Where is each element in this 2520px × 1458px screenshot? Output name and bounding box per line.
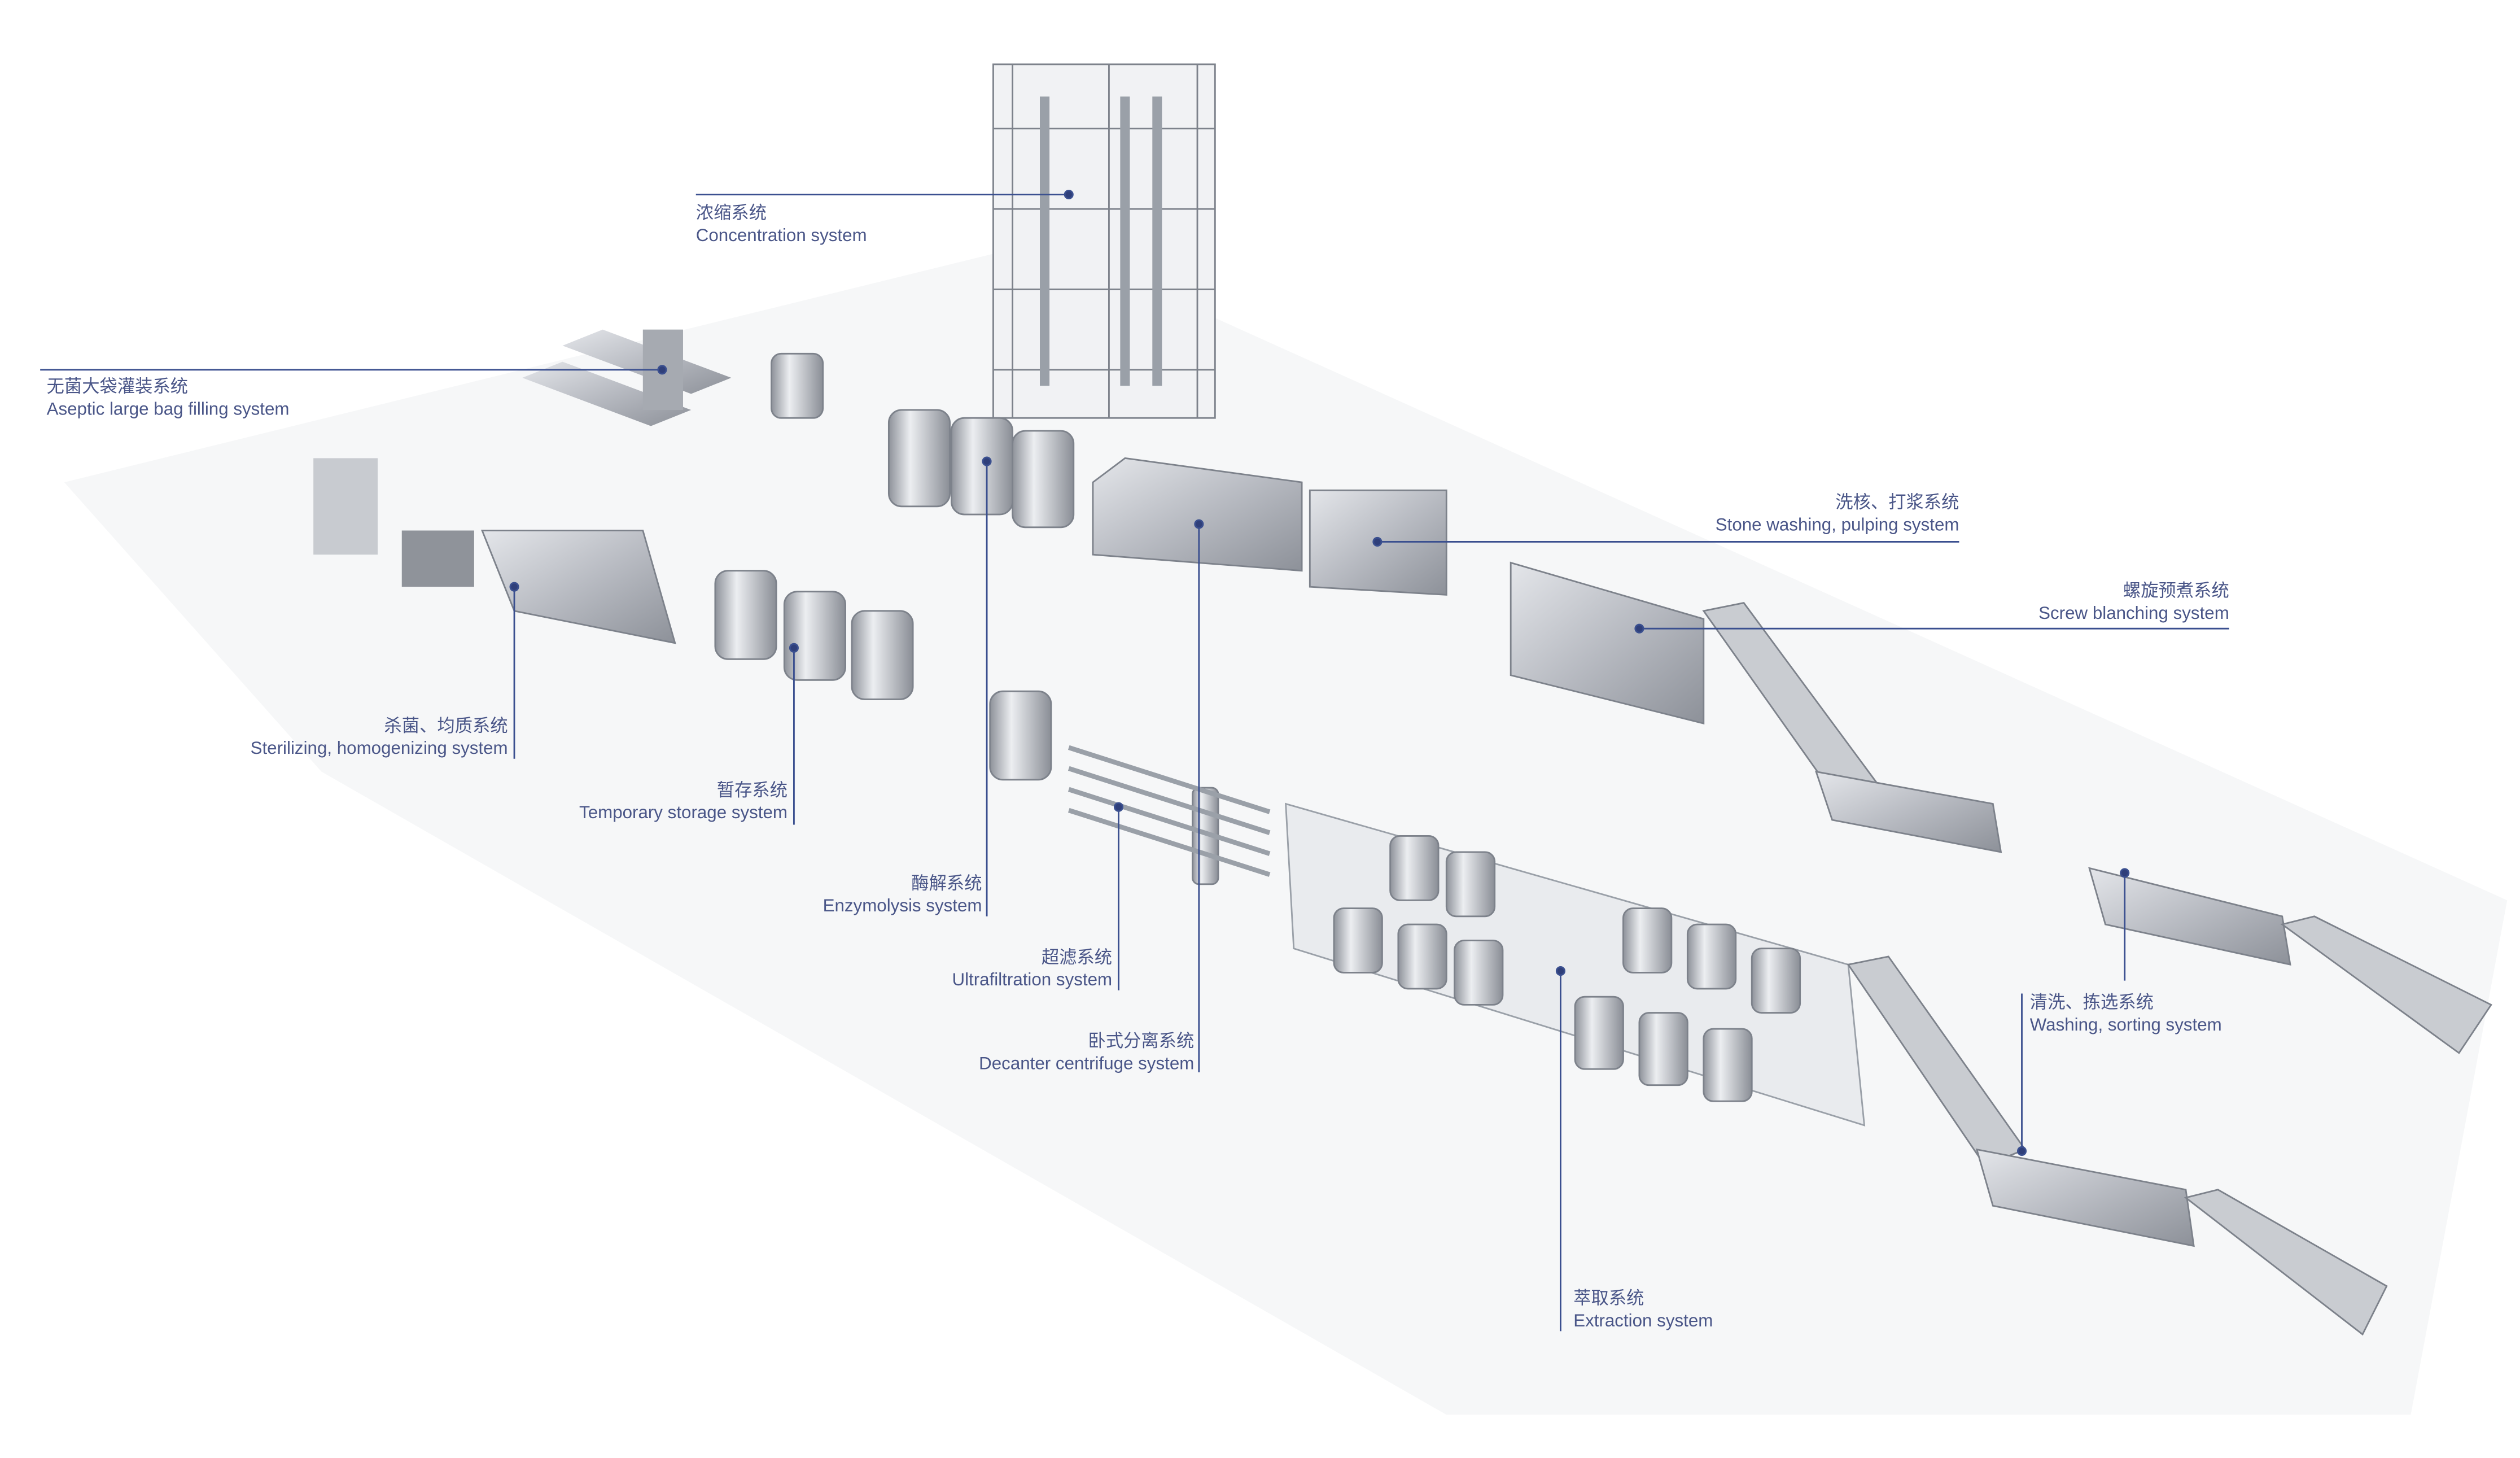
label-cn: 洗核、打浆系统 bbox=[1835, 492, 1959, 513]
label-stone-washing: 洗核、打浆系统 Stone washing, pulping system bbox=[1716, 492, 1959, 537]
extraction-line bbox=[1285, 802, 2388, 1336]
decanter-platform bbox=[1092, 457, 1447, 596]
label-cn: 清洗、拣选系统 bbox=[2029, 992, 2154, 1013]
label-en: Concentration system bbox=[695, 226, 867, 246]
label-cn: 螺旋预煮系统 bbox=[2123, 580, 2229, 601]
ultrafiltration-skid bbox=[1068, 745, 1271, 877]
label-cn: 萃取系统 bbox=[1573, 1287, 1644, 1309]
sterilizer bbox=[313, 458, 676, 644]
concentration-tower bbox=[992, 63, 1216, 419]
leader-lines bbox=[40, 189, 2229, 1332]
label-extraction: 萃取系统 Extraction system bbox=[1573, 1287, 1713, 1333]
label-en: Washing, sorting system bbox=[2029, 1016, 2222, 1036]
label-cn: 酶解系统 bbox=[911, 872, 982, 894]
tanks bbox=[714, 352, 1219, 885]
floor-shadow bbox=[64, 241, 2508, 1415]
label-en: Sterilizing, homogenizing system bbox=[250, 739, 508, 759]
label-cn: 杀菌、均质系统 bbox=[384, 715, 508, 736]
label-en: Screw blanching system bbox=[2038, 604, 2229, 624]
label-en: Temporary storage system bbox=[579, 804, 788, 823]
label-en: Extraction system bbox=[1573, 1312, 1713, 1332]
label-washing-sorting: 清洗、拣选系统 Washing, sorting system bbox=[2030, 992, 2222, 1037]
label-temporary-storage: 暂存系统 Temporary storage system bbox=[579, 780, 788, 825]
label-cn: 无菌大袋灌装系统 bbox=[46, 376, 189, 398]
label-cn: 超滤系统 bbox=[1041, 946, 1113, 968]
label-sterilizing: 杀菌、均质系统 Sterilizing, homogenizing system bbox=[251, 715, 508, 761]
label-screw-blanching: 螺旋预煮系统 Screw blanching system bbox=[2038, 580, 2229, 626]
label-cn: 浓缩系统 bbox=[695, 202, 767, 224]
label-en: Enzymolysis system bbox=[823, 897, 982, 916]
label-cn: 卧式分离系统 bbox=[1088, 1030, 1195, 1051]
label-decanter: 卧式分离系统 Decanter centrifuge system bbox=[979, 1031, 1194, 1076]
label-enzymolysis: 酶解系统 Enzymolysis system bbox=[823, 873, 982, 918]
label-ultrafiltration: 超滤系统 Ultrafiltration system bbox=[952, 947, 1112, 992]
label-en: Ultrafiltration system bbox=[952, 971, 1113, 990]
blanching-line bbox=[1510, 561, 2492, 1054]
label-en: Aseptic large bag filling system bbox=[46, 400, 290, 420]
label-en: Decanter centrifuge system bbox=[979, 1054, 1195, 1074]
label-en: Stone washing, pulping system bbox=[1715, 516, 1959, 536]
aseptic-filler bbox=[522, 329, 732, 426]
label-cn: 暂存系统 bbox=[716, 779, 788, 801]
